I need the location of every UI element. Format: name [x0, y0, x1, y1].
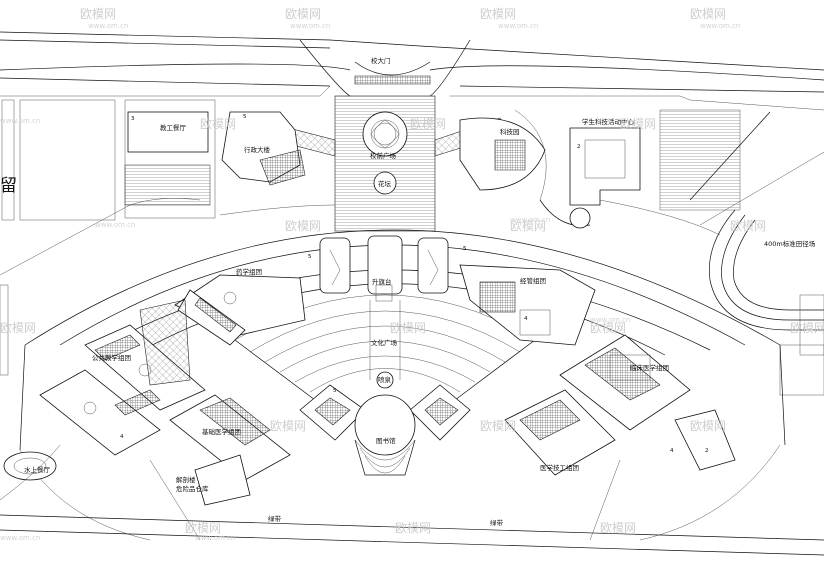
basic-medicine-group: [169, 394, 291, 506]
label-library: 图书馆: [376, 436, 396, 445]
watermark-brand: 欧模网: [590, 321, 626, 335]
label-basic-medicine: 基础医学组团: [202, 427, 241, 436]
label-student-activity: 学生科技活动中心: [582, 117, 635, 126]
public-teaching-group: [39, 299, 206, 456]
watermark-url: www.om.cn: [0, 534, 40, 542]
watermark-url: www.om.cn: [590, 316, 630, 324]
label-green-belt-left: 绿带: [268, 514, 282, 523]
label-teaching-building: 药学组团: [236, 267, 262, 276]
watermark-brand: 欧模网: [480, 7, 516, 21]
science-building: [459, 109, 591, 229]
watermark-brand: 欧模网: [200, 117, 236, 131]
student-activity-centre: [569, 109, 771, 211]
teaching-group: [174, 274, 306, 346]
admin-building: [219, 111, 336, 216]
watermark-brand: 欧模网: [80, 7, 116, 21]
block-number: 5: [308, 254, 312, 260]
label-flower-bed: 花坛: [378, 179, 392, 188]
economics-group: [459, 264, 596, 346]
block-number: 2: [577, 144, 581, 150]
label-track-field: 400m标准田径场: [764, 239, 816, 248]
water-dining: [0, 444, 61, 501]
watermark-brand: 欧模网: [410, 117, 446, 131]
block-numbers: 3 5 2 5 4 5 4 5 4 2: [120, 114, 709, 454]
watermark-brand: 欧模网: [690, 419, 726, 433]
label-side-char: 留: [0, 176, 17, 196]
top-roads: [0, 31, 824, 111]
watermark-brand: 欧模网: [600, 521, 636, 535]
label-staff-canteen: 教工餐厅: [160, 123, 187, 132]
label-school-square: 校前广场: [370, 151, 397, 160]
watermark-url: www.om.cn: [510, 216, 550, 224]
label-central-pool: 喷泉: [378, 375, 392, 384]
watermark-brand: 欧模网: [285, 219, 321, 233]
main-gate: [299, 39, 471, 97]
flag-platform-area: [319, 235, 449, 302]
watermark-url: www.om.cn: [195, 534, 235, 542]
watermark-url: www.om.cn: [88, 22, 128, 30]
label-economics-group: 经管组团: [520, 276, 546, 285]
block-number: 5: [333, 388, 337, 394]
block-number: 4: [120, 434, 124, 440]
watermark-brand: 欧模网: [270, 419, 306, 433]
library: [299, 384, 471, 476]
label-science-building: 科技园: [500, 127, 520, 136]
watermark-brand: 欧模网: [480, 419, 516, 433]
plan-labels: 校大门 教工餐厅 行政大楼 校前广场 花坛 科技园 学生科技活动中心 400m标…: [0, 56, 816, 527]
watermark-brand: 欧模网: [285, 7, 321, 21]
label-flag-platform: 升旗台: [372, 277, 392, 286]
watermark-url: www.om.cn: [0, 117, 40, 125]
watermark-brand: 欧模网: [0, 321, 36, 335]
watermark-url: www.om.cn: [95, 221, 135, 229]
medical-group: [559, 334, 691, 431]
label-water-dining: 水上餐厅: [24, 465, 51, 474]
watermark-brand: 欧模网: [510, 219, 546, 233]
track-field: [699, 151, 824, 396]
block-number: 5: [243, 114, 247, 120]
staff-canteen-block: [0, 99, 216, 376]
watermark-brand: 欧模网: [620, 117, 656, 131]
watermark-brand: 欧模网: [390, 321, 426, 335]
medical-tech-group: [504, 389, 736, 476]
watermark-brand: 欧模网: [730, 219, 766, 233]
block-number: 3: [131, 116, 135, 122]
watermark-url: www.om.cn: [498, 22, 538, 30]
block-number: 4: [524, 316, 528, 322]
label-medical-tech: 医学技工组团: [540, 463, 579, 472]
label-public-teaching: 公共教学组团: [92, 353, 131, 362]
label-culture-square: 文化广场: [371, 338, 398, 347]
block-number: 5: [463, 246, 467, 252]
watermark-brand: 欧模网: [690, 7, 726, 21]
watermark-brand: 欧模网: [790, 321, 824, 335]
label-admin-building: 行政大楼: [244, 145, 271, 154]
watermarks: 欧模网 欧模网 欧模网 欧模网 欧模网 欧模网 欧模网 欧模网 欧模网 欧模网 …: [0, 7, 824, 542]
label-medical-group: 临床医学组团: [630, 363, 669, 372]
watermark-brand: 欧模网: [395, 521, 431, 535]
block-number: 2: [705, 448, 709, 454]
culture-square-fan: [234, 294, 536, 401]
watermark-brand: 欧模网: [185, 521, 221, 535]
label-main-gate: 校大门: [371, 56, 391, 65]
label-anatomy-building: 解剖楼: [176, 475, 196, 484]
label-green-belt-right: 绿带: [490, 518, 504, 527]
block-number: 4: [670, 448, 674, 454]
watermark-url: www.om.cn: [290, 22, 330, 30]
label-specimen-warehouse: 危险品仓库: [176, 484, 209, 493]
watermark-url: www.om.cn: [700, 22, 740, 30]
